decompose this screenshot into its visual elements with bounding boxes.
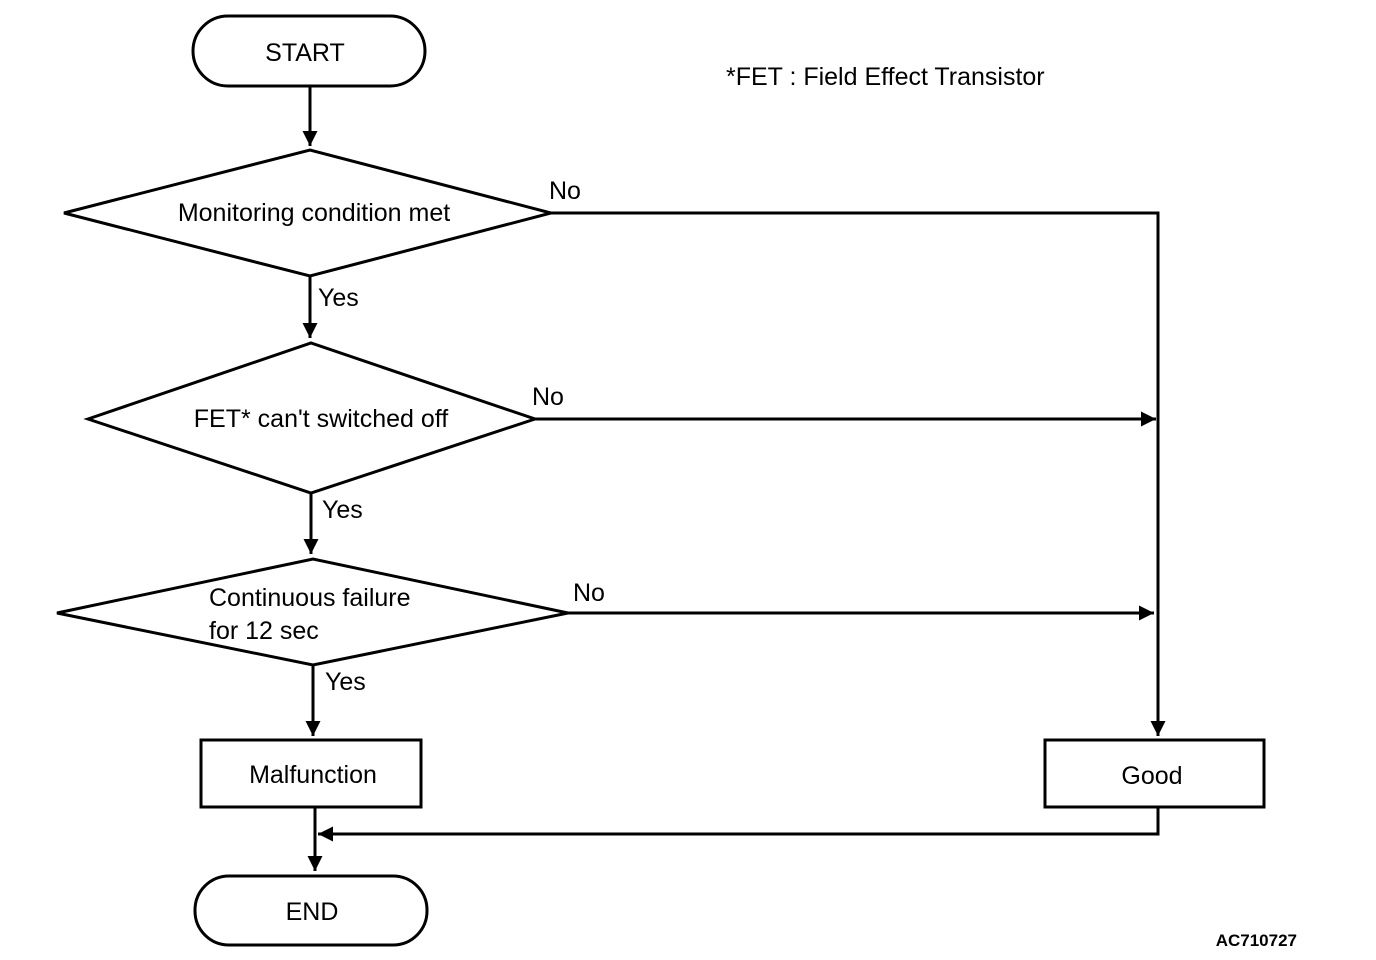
edge-good-to-join — [318, 807, 1160, 842]
decision3-no-label: No — [573, 579, 605, 607]
start-label: START — [265, 39, 345, 67]
footnote: *FET : Field Effect Transistor — [726, 63, 1045, 91]
malfunction-label: Malfunction — [249, 761, 377, 789]
malfunction-box — [199, 738, 423, 809]
decision1-no-label: No — [549, 177, 581, 205]
good-label: Good — [1121, 762, 1182, 790]
decision2-no-label: No — [532, 383, 564, 411]
decision-continuous-failure — [56, 557, 569, 667]
figure-code: AC710727 — [1216, 931, 1297, 950]
decision1-yes-label: Yes — [318, 284, 359, 312]
decision3-label-line1: Continuous failure — [209, 584, 411, 612]
edge-decision1-no — [551, 211, 1166, 736]
decision3-yes-label: Yes — [325, 668, 366, 696]
end-terminal — [193, 874, 429, 947]
end-label: END — [286, 898, 339, 926]
good-box — [1043, 738, 1266, 809]
decision3-label-line2: for 12 sec — [209, 617, 319, 645]
decision2-yes-label: Yes — [322, 496, 363, 524]
decision2-label: FET* can't switched off — [194, 405, 448, 433]
decision1-label: Monitoring condition met — [178, 199, 450, 227]
